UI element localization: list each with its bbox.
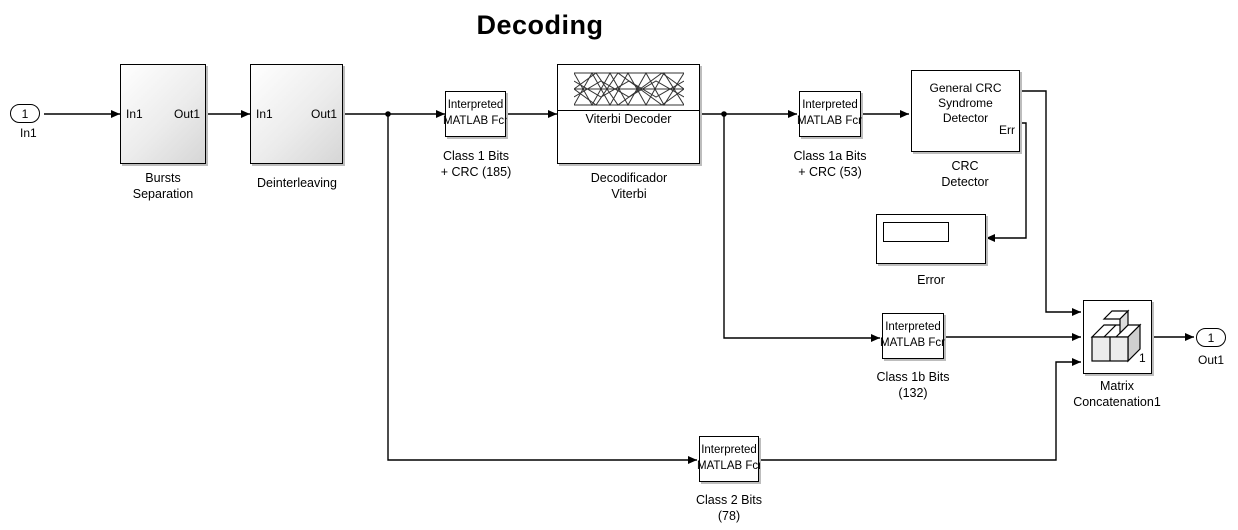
- inport-block[interactable]: 1: [10, 104, 40, 123]
- bursts-separation-block[interactable]: In1 Out1: [120, 64, 206, 164]
- viterbi-label: Decodificador Viterbi: [590, 171, 668, 201]
- crc-detector-text: General CRC Syndrome Detector: [929, 81, 1002, 125]
- crc-detector-label: CRC Detector: [941, 159, 989, 189]
- class1b-label: Class 1b Bits (132): [876, 370, 950, 400]
- diagram-title: Decoding: [476, 10, 604, 40]
- trellis-icon: [574, 71, 684, 107]
- crc-detector-block[interactable]: General CRC Syndrome Detector Err: [911, 70, 1020, 152]
- err-port-label: Err: [999, 123, 1015, 137]
- line-deinterleaving-to-class2[interactable]: [387, 114, 697, 464]
- fcn-text-line2: MATLAB Fcn: [797, 115, 862, 127]
- deinterleaving-block[interactable]: In1 Out1: [250, 64, 343, 164]
- fcn-text-line1: Interpreted: [447, 99, 504, 111]
- viterbi-decoder-block[interactable]: Viterbi Decoder: [557, 64, 700, 164]
- class1a-label: Class 1a Bits + CRC (53): [793, 149, 867, 179]
- outport-label: Out1: [1198, 353, 1225, 367]
- inport-label: In1: [20, 126, 37, 140]
- class1a-fcn-block[interactable]: Interpreted MATLAB Fcn: [797, 91, 862, 137]
- deinterleaving-label: Deinterleaving: [257, 176, 337, 190]
- class1b-fcn-block[interactable]: Interpreted MATLAB Fcn: [880, 313, 945, 359]
- class2-label: Class 2 Bits (78): [696, 493, 762, 523]
- cube-icon: [1090, 309, 1142, 363]
- class1-fcn-block[interactable]: Interpreted MATLAB Fcn: [443, 91, 507, 137]
- line-crc-to-concat[interactable]: [1020, 90, 1081, 316]
- in-port-label: In1: [256, 107, 273, 121]
- fcn-text-line2: MATLAB Fcn: [880, 337, 945, 349]
- branch-point: [721, 111, 727, 117]
- line-viterbi-to-class1b[interactable]: [723, 114, 880, 342]
- error-display-block[interactable]: [876, 214, 986, 264]
- line-class2-to-concat[interactable]: [759, 358, 1081, 461]
- viterbi-inner-label: Viterbi Decoder: [585, 112, 672, 126]
- out-port-label: Out1: [310, 107, 337, 121]
- concat-port-number: 1: [1139, 351, 1146, 365]
- fcn-text-line2: MATLAB Fcn: [443, 115, 507, 127]
- fcn-text-line2: MATLAB Fcn: [697, 460, 760, 472]
- outport-block[interactable]: 1: [1196, 328, 1226, 347]
- matrix-concatenation-block[interactable]: 1: [1083, 300, 1152, 374]
- line-crc-err-to-error[interactable]: [986, 122, 1027, 242]
- branch-point: [385, 111, 391, 117]
- fcn-text-line1: Interpreted: [701, 444, 757, 456]
- display-window: [883, 222, 949, 242]
- in-port-label: In1: [126, 107, 143, 121]
- matrix-concatenation-label: Matrix Concatenation1: [1073, 379, 1161, 409]
- fcn-text-line1: Interpreted: [885, 321, 941, 333]
- error-label: Error: [917, 273, 945, 287]
- class1-label: Class 1 Bits + CRC (185): [440, 149, 512, 179]
- fcn-text-line1: Interpreted: [802, 99, 858, 111]
- bursts-separation-label: Bursts Separation: [132, 171, 194, 201]
- class2-fcn-block[interactable]: Interpreted MATLAB Fcn: [697, 436, 760, 482]
- out-port-label: Out1: [173, 107, 200, 121]
